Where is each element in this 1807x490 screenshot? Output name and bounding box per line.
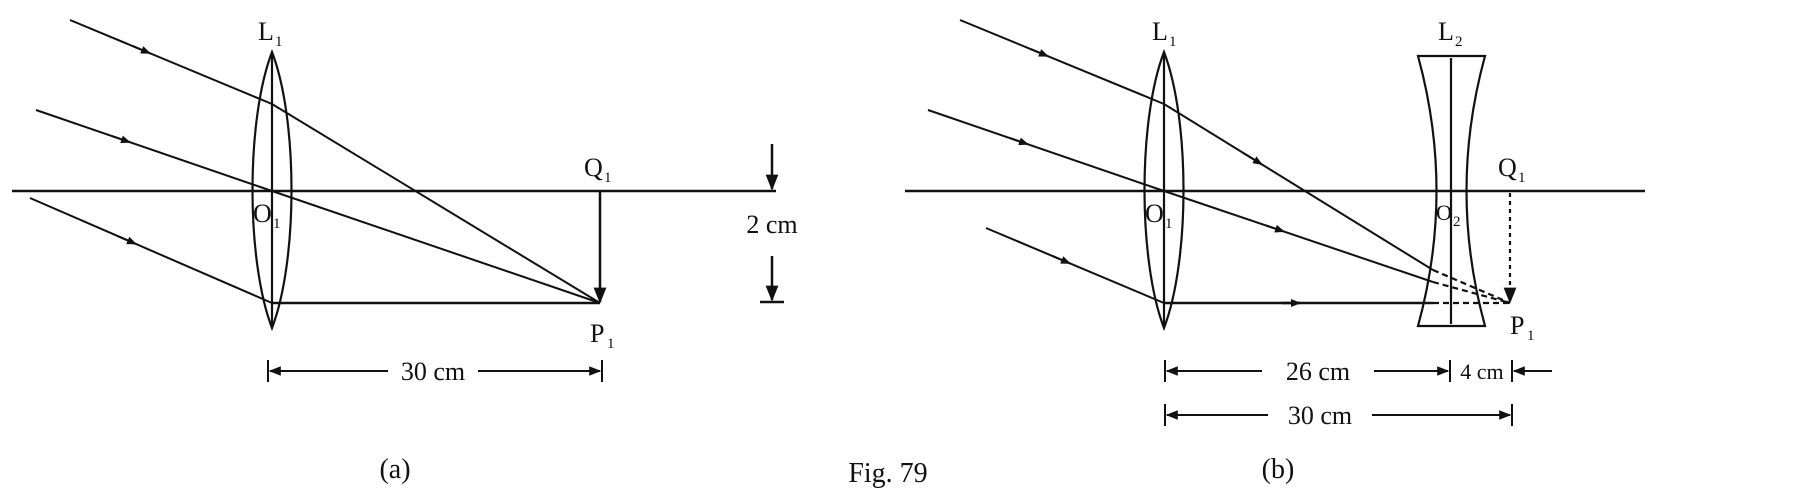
refracted-ray-2-a: [271, 190, 601, 304]
refracted-ray-2-b: [1163, 190, 1434, 283]
center-sub-o2-b: 2: [1453, 214, 1461, 230]
incident-ray-1-b: [959, 19, 1165, 105]
ray-arrow-2-a: [111, 135, 131, 144]
dim-label-30cm-a: 30 cm: [401, 357, 465, 386]
convex-lens-l1-b: [1143, 48, 1185, 332]
incident-ray-3-b: [985, 227, 1165, 304]
lens-sub-l1-a: 1: [275, 34, 283, 50]
lens-sub-l2-b: 2: [1455, 34, 1463, 50]
point-label-p1-b: P: [1510, 311, 1524, 340]
center-sub-o1-a: 1: [273, 216, 281, 232]
ray-arrow-4-b: [1243, 152, 1263, 166]
incident-ray-1-a: [69, 19, 273, 105]
panel-a: L 1 O 1 Q 1 P 1 30 cm 2 cm (a): [12, 17, 798, 485]
ray-arrow-1-b: [1029, 47, 1049, 58]
point-sub-q1-a: 1: [604, 170, 612, 186]
center-sub-o1-b: 1: [1165, 216, 1173, 232]
incident-ray-3-a: [29, 197, 273, 304]
convex-lens-l1-a: [251, 48, 293, 332]
lens-label-l1-b: L: [1152, 17, 1168, 46]
center-label-o2-b: O: [1436, 200, 1452, 225]
center-label-o1-a: O: [253, 199, 272, 228]
point-sub-p1-a: 1: [607, 336, 615, 352]
panel-b-caption: (b): [1262, 454, 1295, 485]
virtual-ray-2-b: [1432, 280, 1511, 305]
dim-label-26cm-b: 26 cm: [1286, 357, 1350, 386]
point-label-p1-a: P: [590, 319, 604, 348]
lens-label-l2-b: L: [1438, 17, 1454, 46]
point-label-q1-a: Q: [584, 153, 603, 182]
point-label-q1-b: Q: [1498, 153, 1517, 182]
refracted-ray-1-a: [271, 103, 601, 304]
point-sub-p1-b: 1: [1527, 328, 1535, 344]
lens-label-l1-a: L: [258, 17, 274, 46]
panel-a-caption: (a): [379, 454, 410, 485]
ray-arrow-3-a: [117, 235, 137, 245]
side-dim-label-2cm-a: 2 cm: [746, 210, 797, 239]
incident-ray-2-b: [927, 109, 1165, 192]
ray-arrow-3-b: [1051, 254, 1071, 265]
dim-label-30cm-b: 30 cm: [1288, 401, 1352, 430]
concave-lens-l2-b: [1416, 54, 1487, 328]
panel-b: L 1 L 2 O 1 O 2 Q 1 P 1 26 cm 4 cm 30 cm…: [905, 17, 1645, 485]
virtual-ray-1-b: [1432, 268, 1511, 305]
figure-caption: Fig. 79: [848, 458, 927, 489]
incident-ray-2-a: [35, 109, 273, 192]
lens-sub-l1-b: 1: [1169, 34, 1177, 50]
point-sub-q1-b: 1: [1518, 170, 1526, 186]
ray-arrow-5-b: [1265, 224, 1285, 233]
ray-arrow-1-a: [131, 44, 151, 55]
refracted-ray-1-b: [1163, 103, 1434, 271]
center-label-o1-b: O: [1145, 199, 1164, 228]
dim-label-4cm-b: 4 cm: [1460, 359, 1503, 384]
ray-arrow-2-b: [1009, 137, 1029, 146]
